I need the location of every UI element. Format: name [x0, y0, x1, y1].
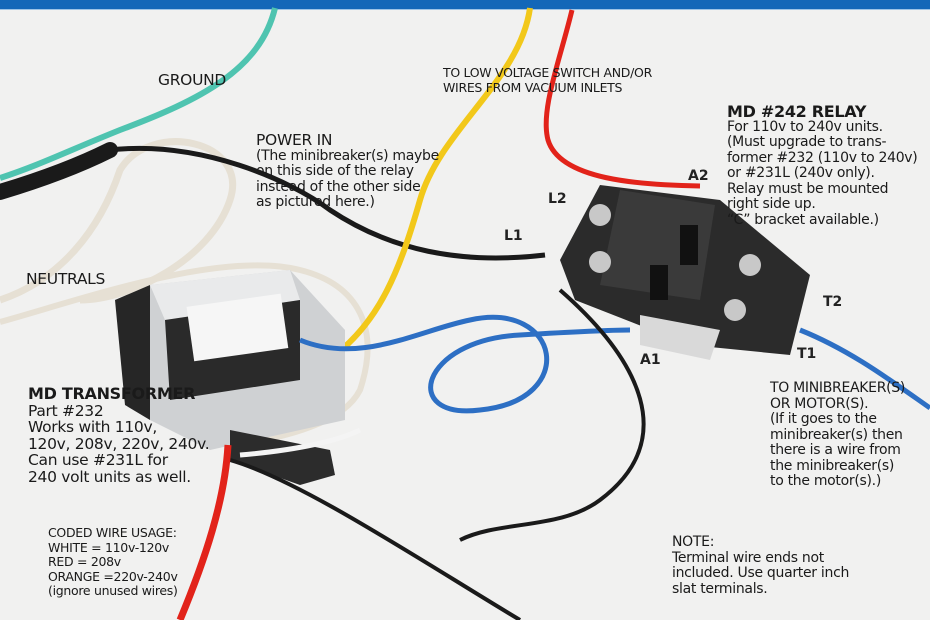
label-line: CODED WIRE USAGE:: [48, 525, 177, 540]
label-line: 120v, 208v, 220v, 240v.: [28, 434, 210, 453]
label-line: Relay must be mounted: [727, 180, 889, 197]
neutrals-label: NEUTRALS: [26, 270, 106, 288]
relay: [560, 185, 810, 360]
ground-label: GROUND: [158, 71, 227, 89]
black-wire: [459, 288, 646, 542]
terminal-l1-label: L1: [504, 228, 523, 244]
motor-label: TO MINIBREAKER(S) OR MOTOR(S). (If it go…: [770, 380, 906, 490]
label-line: OR MOTOR(S).: [770, 395, 869, 412]
terminal-a1-label: A1: [640, 352, 661, 368]
terminal-t2-label: T2: [823, 294, 843, 310]
label-line: instead of the other side: [256, 178, 421, 195]
label-line: on this side of the relay: [256, 163, 414, 179]
top-banner: [0, 0, 930, 10]
label-line: minibreaker(s) then: [770, 426, 903, 443]
white-wire: [239, 427, 362, 458]
label-line: former #232 (110v to 240v): [727, 149, 918, 166]
label-line: right side up.: [727, 196, 816, 212]
label-line: WHITE = 110v-120v: [48, 539, 169, 555]
yellow-wire: [333, 7, 533, 358]
black-wire: [229, 458, 522, 620]
terminal-t1-label: T1: [797, 346, 817, 362]
label-line: Part #232: [28, 401, 104, 420]
label-line: there is a wire from: [770, 442, 901, 458]
label-title: MD #242 RELAY: [727, 102, 867, 121]
terminal-a2-label: A2: [688, 168, 709, 184]
label-line: (The minibreaker(s) maybe: [256, 147, 439, 164]
relay-label: MD #242 RELAY For 110v to 240v units. (M…: [727, 102, 918, 228]
blue-wire: [299, 314, 631, 414]
label-line: included. Use quarter inch: [672, 565, 850, 581]
label-line: Works with 110v,: [28, 418, 157, 436]
power-cable: [0, 142, 118, 200]
label-title: POWER IN: [256, 131, 333, 149]
blue-wire: [799, 327, 930, 411]
label-line: Terminal wire ends not: [672, 549, 824, 566]
label-line: WIRES FROM VACUUM INLETS: [443, 79, 623, 95]
label-line: 240 volt units as well.: [28, 467, 191, 486]
coded-wire-label: CODED WIRE USAGE: WHITE = 110v-120v RED …: [48, 525, 178, 599]
label-line: “C” bracket available.): [727, 211, 879, 228]
red-lead: [176, 444, 232, 620]
label-line: TO LOW VOLTAGE SWITCH AND/OR: [443, 65, 652, 80]
label-title: MD TRANSFORMER: [28, 384, 196, 403]
label-line: Can use #231L for: [28, 451, 168, 469]
transformer-label: MD TRANSFORMER Part #232 Works with 110v…: [28, 384, 210, 486]
label-line: the minibreaker(s): [770, 457, 895, 474]
label-line: (If it goes to the: [770, 411, 877, 427]
label-line: For 110v to 240v units.: [727, 118, 883, 135]
label-line: TO MINIBREAKER(S): [770, 380, 906, 396]
label-line: (Must upgrade to trans-: [727, 134, 887, 150]
neutral-wire: [0, 138, 236, 304]
label-line: ORANGE =220v-240v: [48, 568, 178, 584]
label-line: (ignore unused wires): [48, 583, 178, 598]
ground-wire: [0, 7, 278, 181]
label-line: NOTE:: [672, 534, 715, 550]
power-in-wire: [109, 145, 546, 261]
label-line: as pictured here.): [256, 194, 375, 210]
note-label: NOTE: Terminal wire ends not included. U…: [672, 534, 850, 597]
label-line: or #231L (240v only).: [727, 165, 875, 181]
red-wire: [543, 9, 701, 189]
label-line: slat terminals.: [672, 580, 768, 597]
terminal-l2-label: L2: [548, 191, 567, 207]
transformer: [115, 270, 345, 485]
label-line: to the motor(s).): [770, 473, 881, 489]
power-in-label: POWER IN (The minibreaker(s) maybe on th…: [256, 132, 439, 211]
label-line: RED = 208v: [48, 554, 121, 569]
low-voltage-label: TO LOW VOLTAGE SWITCH AND/OR WIRES FROM …: [443, 65, 652, 95]
